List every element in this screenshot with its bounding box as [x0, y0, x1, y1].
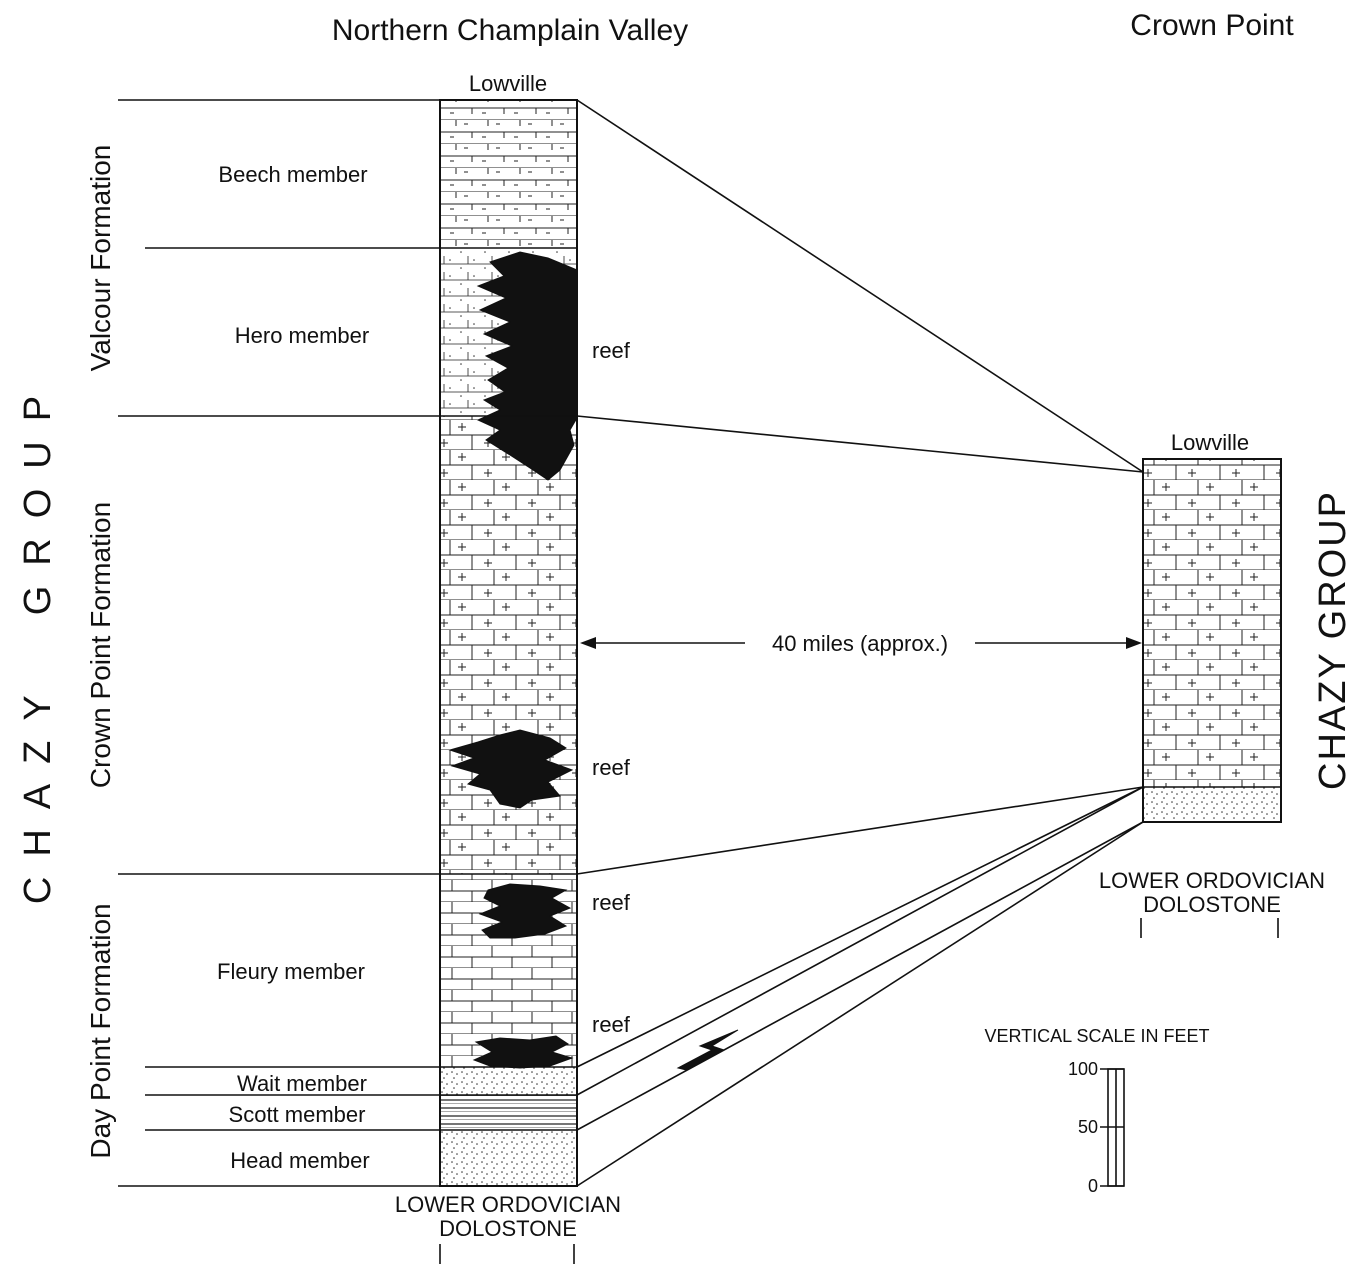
zigzag-symbol [676, 1029, 739, 1071]
scale-tick-100: 100 [1068, 1059, 1098, 1079]
vertical-scale: VERTICAL SCALE IN FEET 100 50 0 [984, 1026, 1209, 1196]
left-base-label-line2: DOLOSTONE [439, 1216, 577, 1241]
correlation-lines [576, 99, 1144, 1187]
reef-mound-fleury-lower [472, 1035, 574, 1069]
reef-mound-fleury-upper [478, 883, 572, 939]
day-point-formation-label: Day Point Formation [85, 903, 116, 1158]
right-group-label: CHAZY GROUP [1312, 490, 1354, 790]
scale-title: VERTICAL SCALE IN FEET [984, 1026, 1209, 1046]
right-base-label-line2: DOLOSTONE [1143, 892, 1281, 917]
right-base-label-line1: LOWER ORDOVICIAN [1099, 868, 1325, 893]
head-member-unit [440, 1130, 577, 1186]
reef-label-3: reef [592, 890, 631, 915]
reef-label-4: reef [592, 1012, 631, 1037]
left-group-label-word-2: GROUP [17, 376, 59, 615]
fleury-member-label: Fleury member [217, 959, 365, 984]
left-group-label-word-1: CHAZY [17, 675, 59, 904]
reef-label-2: reef [592, 755, 631, 780]
distance-arrow [580, 637, 1142, 649]
scale-tick-50: 50 [1078, 1117, 1098, 1137]
left-column [439, 99, 578, 1187]
scott-member-unit [440, 1095, 577, 1130]
right-column-title: Crown Point [1130, 9, 1294, 42]
crown-point-formation-label: Crown Point Formation [85, 502, 116, 788]
right-chazy-unit [1143, 459, 1281, 787]
scott-member-label: Scott member [229, 1102, 366, 1127]
valcour-formation-label: Valcour Formation [85, 145, 116, 372]
distance-label: 40 miles (approx.) [772, 631, 948, 656]
hero-member-label: Hero member [235, 323, 369, 348]
scale-tick-0: 0 [1088, 1176, 1098, 1196]
reef-mound-upper [476, 251, 578, 481]
left-top-label: Lowville [469, 71, 547, 96]
right-sand-unit [1143, 787, 1281, 822]
right-top-label: Lowville [1171, 430, 1249, 455]
left-group-label: CHAZY GROUP [17, 376, 59, 904]
beech-member-label: Beech member [218, 162, 367, 187]
left-column-title: Northern Champlain Valley [332, 14, 688, 47]
head-member-label: Head member [230, 1148, 369, 1173]
reef-mound-crown-point [448, 729, 574, 809]
right-column [1142, 458, 1282, 823]
reef-label-1: reef [592, 338, 631, 363]
wait-member-unit [440, 1067, 577, 1095]
beech-member-unit [440, 100, 577, 248]
wait-member-label: Wait member [237, 1071, 367, 1096]
left-boundary-lines [118, 99, 440, 1187]
left-base-label-line1: LOWER ORDOVICIAN [395, 1192, 621, 1217]
